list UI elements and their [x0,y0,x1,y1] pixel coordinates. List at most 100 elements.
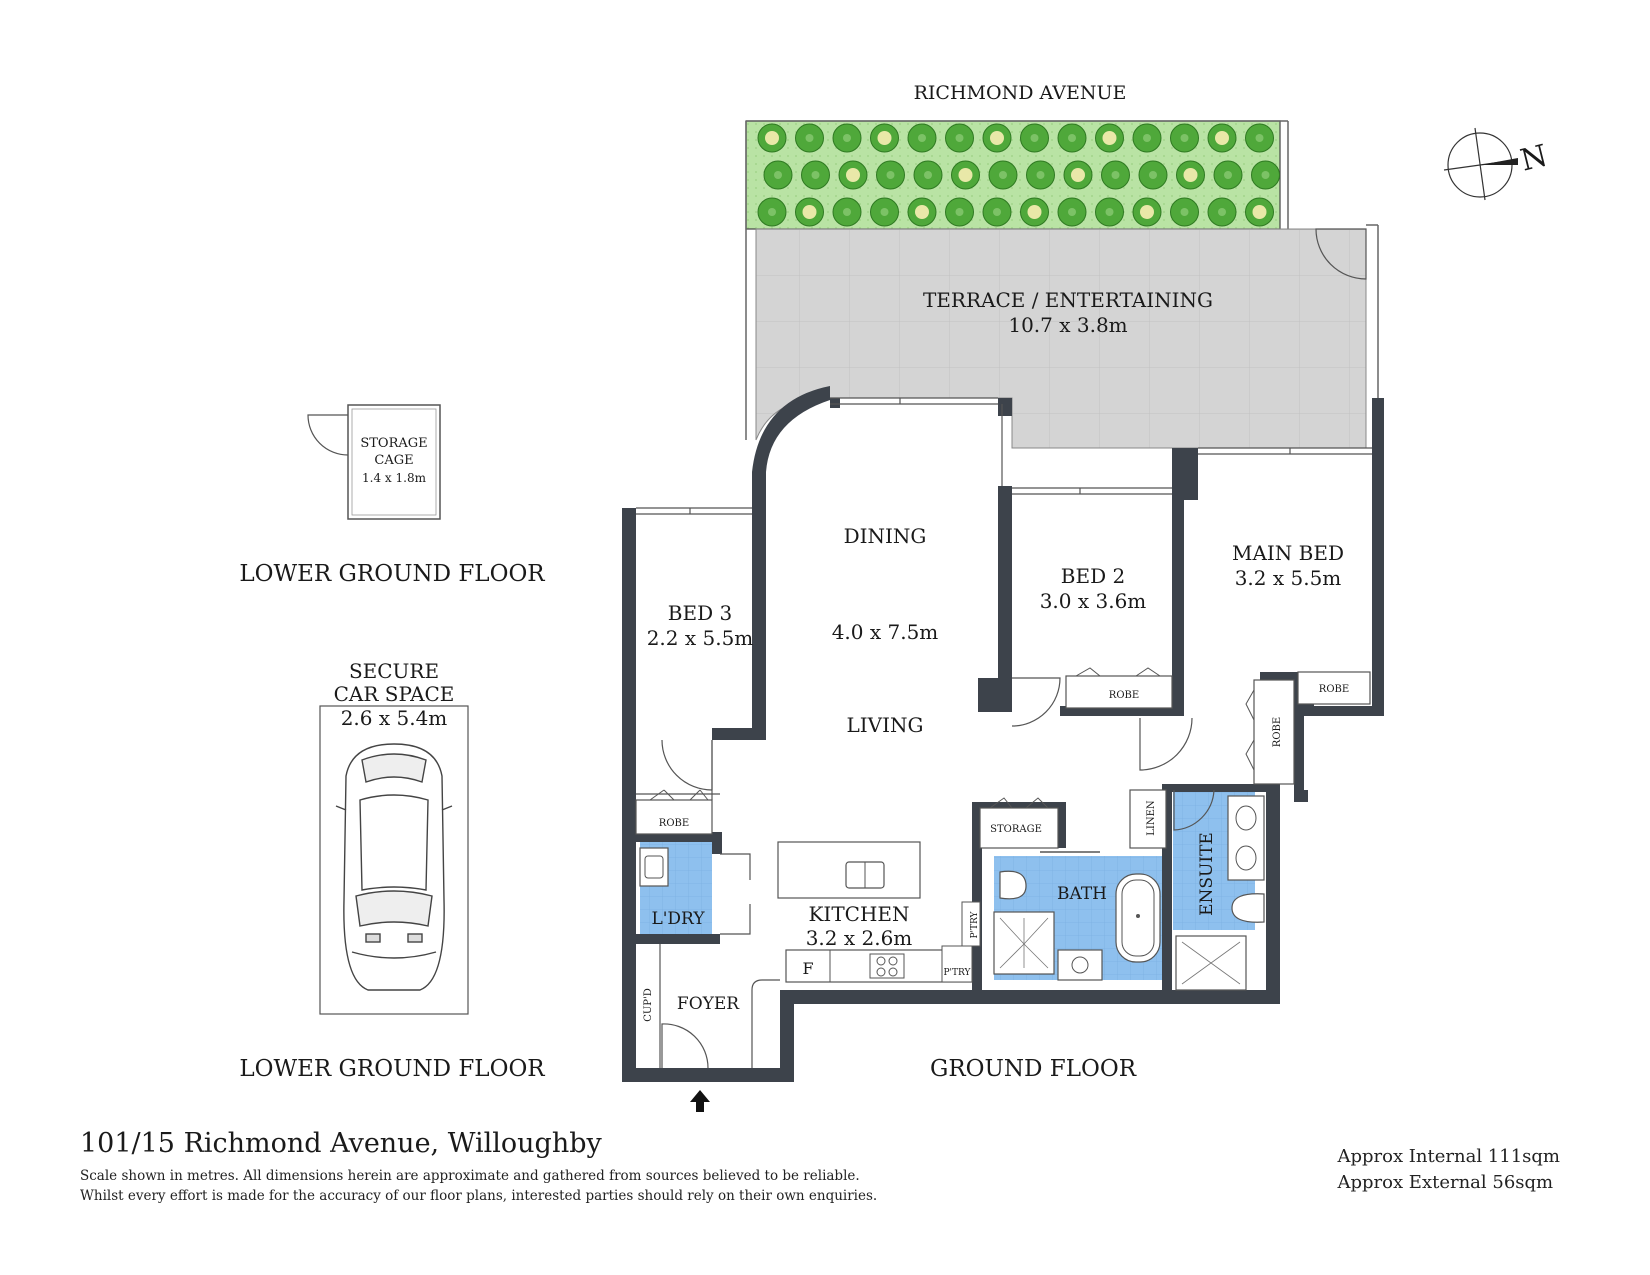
shrub-icon [982,123,1012,153]
compass-icon: N [1443,127,1551,201]
pantry-label-bench: P'TRY [944,968,972,978]
shrub-icon [945,197,974,227]
pantry-side [961,901,981,947]
fridge-label: F [802,959,813,978]
car-space-label-1: SECURE [349,659,439,683]
street-label: RICHMOND AVENUE [914,82,1127,104]
shrub-icon [907,197,937,227]
car-icon [335,743,453,991]
room-kitchen-name: KITCHEN [808,902,909,926]
room-main-bed-name: MAIN BED [1232,541,1344,565]
shrub-icon [763,160,793,190]
laundry-tub [639,847,669,887]
shrub-icon [945,123,974,153]
shrub-icon [1057,123,1087,153]
room-bed3-size: 2.2 x 5.5m [647,626,754,650]
shrub-icon [1251,160,1280,190]
kitchen-bench [785,945,973,983]
shrub-icon [1057,197,1087,227]
room-ensuite-name: ENSUITE [1197,832,1217,916]
floor-label-ground: GROUND FLOOR [930,1056,1137,1082]
shrub-icon [838,160,868,190]
shrub-icon [1020,123,1049,153]
external-area: Approx External 56sqm [1337,1172,1554,1193]
disclaimer-line-2: Whilst every effort is made for the accu… [80,1188,878,1204]
shrub-icon [832,123,862,153]
room-main-bed-size: 3.2 x 5.5m [1235,566,1342,590]
doors [661,677,1215,1069]
kitchen-island [777,841,921,899]
robe-bed3 [635,789,713,835]
disclaimer: Scale shown in metres. All dimensions he… [80,1166,877,1206]
shrub-icon [1063,160,1093,190]
room-laundry-name: L'DRY [651,909,705,929]
cupboard-label: CUP'D [643,988,654,1022]
room-terrace-size: 10.7 x 3.8m [1008,313,1127,337]
shrub-icon [1101,160,1130,190]
storage-cage-size: 1.4 x 1.8m [362,471,427,485]
room-dining-name: DINING [844,524,927,548]
shrub-icon [870,123,899,153]
disclaimer-line-1: Scale shown in metres. All dimensions he… [80,1168,860,1184]
storage-label: STORAGE [990,824,1042,835]
shrub-icon [795,123,824,153]
bath-fixtures [993,851,1161,981]
shrub-icon [1213,160,1243,190]
shrub-icon [1170,123,1199,153]
shrub-icon [801,160,830,190]
shrub-icon [795,197,824,227]
shrub-icon [1020,197,1049,227]
shrub-icon [757,123,787,153]
car-space-size: 2.6 x 5.4m [341,706,448,730]
shrub-icon [1170,197,1199,227]
storage-cage: STORAGE CAGE 1.4 x 1.8m [307,404,441,520]
room-kitchen-size: 3.2 x 2.6m [806,926,913,950]
shrub-icon [1095,123,1124,153]
ensuite-fixtures [1175,795,1265,991]
shrub-icon [876,160,905,190]
shrub-icon [1132,197,1162,227]
shrub-icon [1245,123,1274,153]
robe-bed2 [1065,667,1173,709]
garden-shrubs [757,123,1280,227]
shrub-icon [982,197,1012,227]
shrub-icon [1245,197,1274,227]
compass-north-letter: N [1517,138,1551,178]
shrub-icon [832,197,862,227]
storage-cage-label-2: CAGE [374,453,413,468]
pantry-label-side: P'TRY [970,910,980,938]
room-terrace-name: TERRACE / ENTERTAINING [923,288,1213,312]
property-address: 101/15 Richmond Avenue, Willoughby [80,1128,602,1159]
shrub-icon [1132,123,1162,153]
car-space [319,705,469,1015]
shrub-icon [1138,160,1168,190]
storage-cupboard [979,797,1059,849]
robe-main-bed-side [1245,679,1295,785]
shrub-icon [1026,160,1055,190]
internal-area: Approx Internal 111sqm [1337,1146,1560,1167]
robe-label-bed3: ROBE [659,818,689,829]
shrub-icon [1207,123,1237,153]
linen-label: LINEN [1146,800,1157,836]
room-bed3-name: BED 3 [668,601,732,625]
shrub-icon [1176,160,1205,190]
floor-label-lower-ground-top: LOWER GROUND FLOOR [239,561,545,587]
room-living-name: LIVING [846,713,923,737]
car-space-label-2: CAR SPACE [334,682,455,706]
shrub-icon [988,160,1018,190]
shrub-icon [1095,197,1124,227]
area-summary: Approx Internal 111sqm Approx External 5… [1337,1144,1560,1196]
shrub-icon [1207,197,1237,227]
robe-main-bed [1297,671,1371,705]
robe-label-bed2: ROBE [1109,690,1139,701]
room-living-size: 4.0 x 7.5m [832,620,939,644]
robe-label-main-side: ROBE [1272,717,1283,747]
shrub-icon [870,197,899,227]
room-bath-name: BATH [1057,884,1107,904]
terrace-gate-door[interactable] [1315,228,1367,280]
shrub-icon [757,197,787,227]
floor-label-lower-ground-bottom: LOWER GROUND FLOOR [239,1056,545,1082]
entry-arrow-icon [690,1090,710,1112]
shrub-icon [907,123,937,153]
